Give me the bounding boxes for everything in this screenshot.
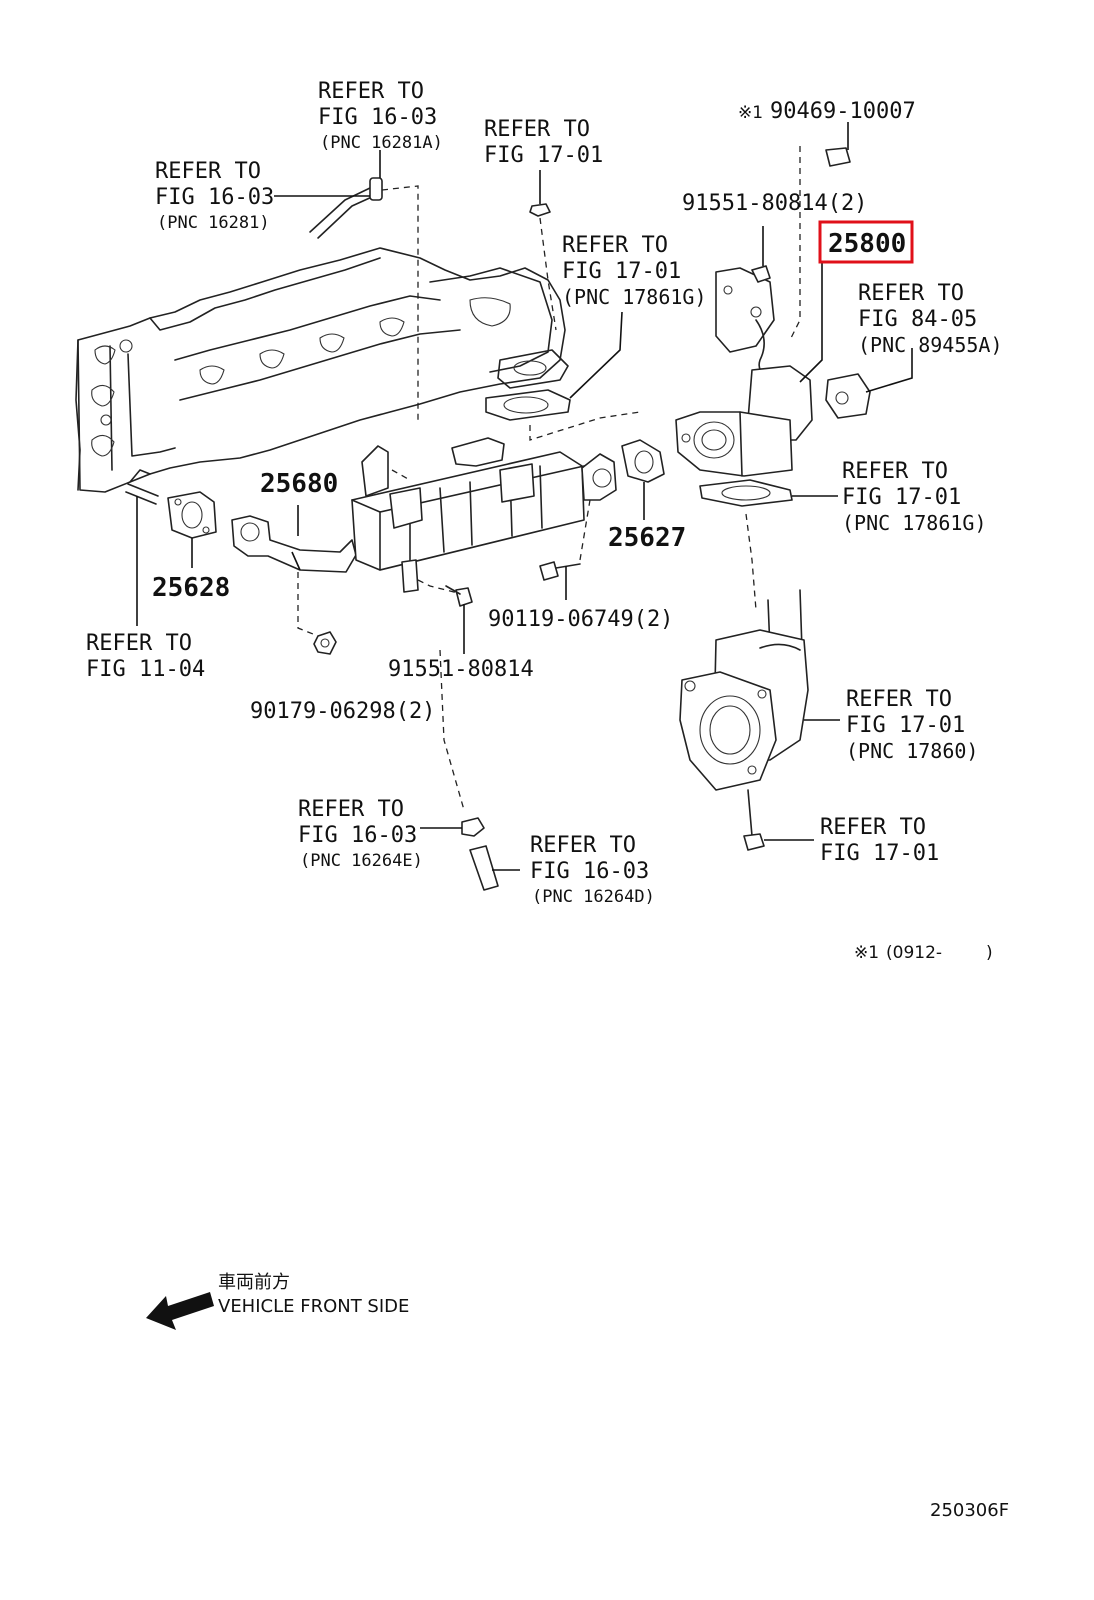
part-90119: 90119-06749(2) xyxy=(488,607,673,632)
ref-17861g-left-line1: REFER TO xyxy=(562,233,668,258)
ref-11-04-line1: REFER TO xyxy=(86,631,192,656)
ref-16264e-line1: REFER TO xyxy=(298,797,404,822)
ref-16281-line2: FIG 16-03 xyxy=(155,185,274,210)
ref-84-05-line1: REFER TO xyxy=(858,281,964,306)
ref-17861g-right-line3: (PNC 17861G) xyxy=(842,511,987,535)
egr-cooler-25680 xyxy=(231,437,617,595)
ref-16281-line3: (PNC 16281) xyxy=(157,213,270,233)
ref-16281-line1: REFER TO xyxy=(155,159,261,184)
ref-17-01-top-line1: REFER TO xyxy=(484,117,590,142)
part-90469-mark: ※1 xyxy=(738,103,763,123)
nut-90179 xyxy=(291,551,337,655)
ref-16281a-line3: (PNC 16281A) xyxy=(320,133,443,153)
footnote-mark: ※1 xyxy=(854,943,879,963)
ref-17-01-bottom-line1: REFER TO xyxy=(820,815,926,840)
leader-lines xyxy=(274,150,623,536)
direction-en: VEHICLE FRONT SIDE xyxy=(218,1296,409,1317)
bolt-91551 xyxy=(445,585,473,654)
highlight-box-25800 xyxy=(818,220,914,264)
ref-17861g-left-line3: (PNC 17861G) xyxy=(562,285,707,309)
gasket-25627 xyxy=(621,439,665,520)
ref-16264d-line1: REFER TO xyxy=(530,833,636,858)
gasket-25628 xyxy=(167,491,217,568)
gasket-17861g-left xyxy=(485,349,641,441)
part-25680: 25680 xyxy=(260,469,338,499)
cylinder-head-outline xyxy=(75,247,566,493)
bolt-90119 xyxy=(539,499,591,600)
part-91551: 91551-80814 xyxy=(388,657,534,682)
ref-17-01-top-line2: FIG 17-01 xyxy=(484,143,603,168)
ref-16264d-line3: (PNC 16264D) xyxy=(532,887,655,907)
pipe-16281 xyxy=(309,177,419,420)
ref-16264e-line3: (PNC 16264E) xyxy=(300,851,423,871)
stud-bolts-left xyxy=(125,483,159,626)
ref-16264d-line2: FIG 16-03 xyxy=(530,859,649,884)
part-25800: 25800 xyxy=(828,229,906,259)
hose-16264 xyxy=(420,649,520,891)
part-25628: 25628 xyxy=(152,573,230,603)
egr-valve-25800 xyxy=(675,122,913,477)
vehicle-front-arrow-icon xyxy=(146,1292,214,1330)
ref-11-04-line2: FIG 11-04 xyxy=(86,657,205,682)
part-90179: 90179-06298(2) xyxy=(250,699,435,724)
figure-code: 250306F xyxy=(930,1500,1009,1521)
ref-17860-line1: REFER TO xyxy=(846,687,952,712)
ref-16281a-line1: REFER TO xyxy=(318,79,424,104)
ref-17861g-right-line1: REFER TO xyxy=(842,459,948,484)
intake-pipe-17860 xyxy=(679,589,840,851)
ref-17860-line3: (PNC 17860) xyxy=(846,739,978,763)
ref-16264e-line2: FIG 16-03 xyxy=(298,823,417,848)
direction-jp: 車両前方 xyxy=(218,1272,290,1293)
part-90469: 90469-10007 xyxy=(770,99,916,124)
ref-17-01-bottom-line2: FIG 17-01 xyxy=(820,841,939,866)
gasket-17861g-right xyxy=(699,479,838,611)
ref-17861g-right-line2: FIG 17-01 xyxy=(842,485,961,510)
ref-17860-line2: FIG 17-01 xyxy=(846,713,965,738)
part-25627: 25627 xyxy=(608,523,686,553)
ref-84-05-line2: FIG 84-05 xyxy=(858,307,977,332)
ref-17861g-left-line2: FIG 17-01 xyxy=(562,259,681,284)
footnote-range: (0912- xyxy=(886,943,942,963)
part-91551-2: 91551-80814(2) xyxy=(682,191,867,216)
bolt-top-center xyxy=(529,170,557,331)
footnote-close: ) xyxy=(986,943,993,963)
ref-84-05-line3: (PNC 89455A) xyxy=(858,333,1003,357)
ref-16281a-line2: FIG 16-03 xyxy=(318,105,437,130)
